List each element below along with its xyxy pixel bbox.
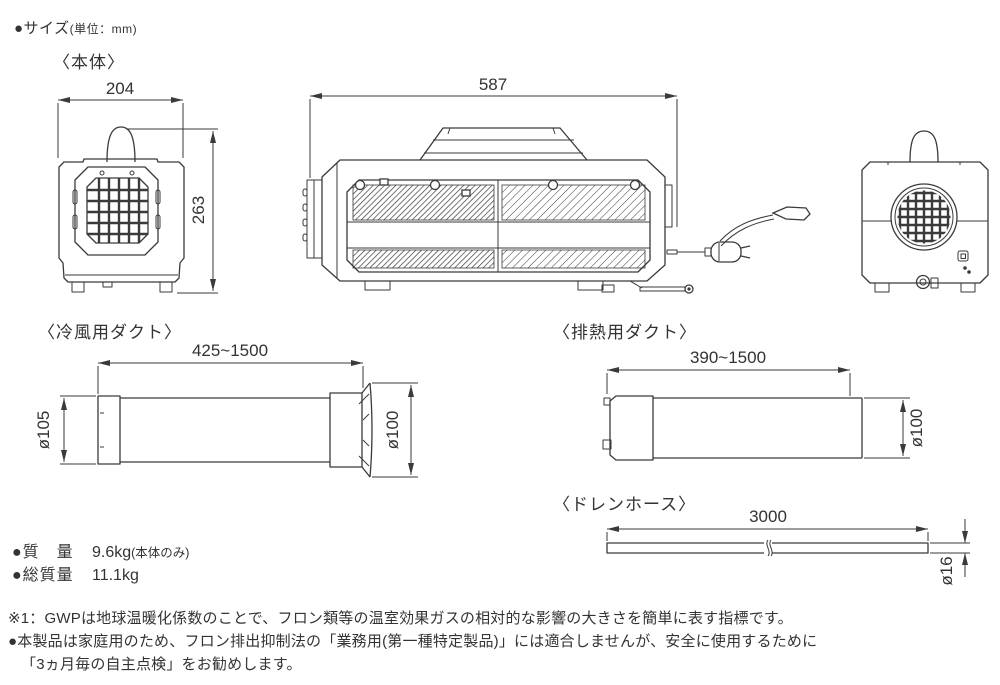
- exhaust-duct-drawing: 390~1500 ø100: [602, 348, 926, 461]
- dim-exhaust-duct-dia: ø100: [907, 409, 926, 448]
- dim-cold-duct-dia-left: ø105: [34, 411, 53, 450]
- weight-net-value: 9.6kg: [92, 544, 132, 561]
- rear-switch-and-drain: [915, 250, 971, 290]
- drain-hose-length-dimension: 3000: [606, 507, 929, 541]
- front-body-outline: [58, 126, 185, 293]
- cold-duct-left-diameter: ø105: [34, 395, 96, 465]
- cold-duct-length-dimension: 425~1500: [97, 341, 364, 394]
- size-header-title: ●サイズ: [14, 20, 70, 37]
- rear-view-drawing: [861, 130, 989, 293]
- footnote-household: ●本製品は家庭用のため、フロン排出抑制法の「業務用(第一種特定製品)」には適合し…: [8, 633, 818, 650]
- dim-exhaust-duct-length: 390~1500: [690, 348, 766, 367]
- side-view-drawing: 587: [302, 75, 811, 294]
- size-header-unit: (単位：mm): [69, 22, 138, 36]
- section-title-drain-hose: 〈ドレンホース〉: [553, 495, 697, 514]
- side-vent-panels: [346, 178, 651, 273]
- exhaust-duct-length-dimension: 390~1500: [606, 348, 851, 396]
- rear-body-outline: [861, 130, 989, 293]
- rear-grille: [890, 183, 958, 251]
- front-view-drawing: 204: [57, 79, 218, 294]
- drain-hose-drawing: 3000 ø16: [606, 507, 970, 586]
- dim-cold-duct-dia-right: ø100: [383, 411, 402, 450]
- weight-gross-label: ●総質量: [12, 567, 74, 584]
- cold-duct-drawing: 425~1500 ø105 ø100: [34, 341, 418, 478]
- footnote-gwp: ※1：GWPは地球温暖化係数のことで、フロン類等の温室効果ガスの相対的な影響の大…: [8, 610, 793, 627]
- weight-row-gross: ●総質量 11.1kg: [12, 561, 139, 585]
- weight-net-label: ●質 量: [12, 544, 74, 561]
- exhaust-duct-diameter: ø100: [864, 397, 926, 459]
- side-drain-tube: [601, 280, 694, 294]
- exhaust-duct-body: [602, 395, 863, 461]
- side-handle: [419, 127, 588, 161]
- side-body-outline: [302, 159, 673, 291]
- size-header: ●サイズ(単位：mm): [14, 17, 137, 38]
- cold-duct-right-diameter: ø100: [372, 382, 418, 478]
- section-title-body: 〈本体〉: [53, 53, 125, 72]
- side-depth-dimension: 587: [309, 75, 678, 227]
- cold-duct-body: [97, 382, 373, 478]
- dim-body-depth: 587: [479, 75, 507, 94]
- dim-body-width: 204: [106, 79, 134, 98]
- dim-drain-hose-dia: ø16: [937, 556, 956, 585]
- weight-gross-value: 11.1kg: [92, 567, 139, 584]
- dim-cold-duct-length: 425~1500: [192, 341, 268, 360]
- drain-hose-diameter: ø16: [930, 519, 970, 586]
- section-title-exhaust-duct: 〈排熱用ダクト〉: [553, 323, 697, 342]
- section-title-cold-duct: 〈冷風用ダクト〉: [38, 323, 182, 342]
- front-width-dimension: 204: [57, 79, 184, 158]
- power-cord: [666, 206, 811, 263]
- front-height-dimension: 263: [126, 128, 218, 294]
- dim-drain-hose-length: 3000: [749, 507, 787, 526]
- footnote-inspection: 「3ヵ月毎の自主点検」をお勧めします。: [21, 656, 302, 673]
- weight-row-net: ●質 量 9.6kg(本体のみ): [12, 538, 189, 562]
- dim-body-height: 263: [189, 196, 208, 224]
- front-grille: [72, 166, 161, 256]
- drain-hose-body: [606, 539, 929, 557]
- weight-net-suffix: (本体のみ): [131, 546, 190, 560]
